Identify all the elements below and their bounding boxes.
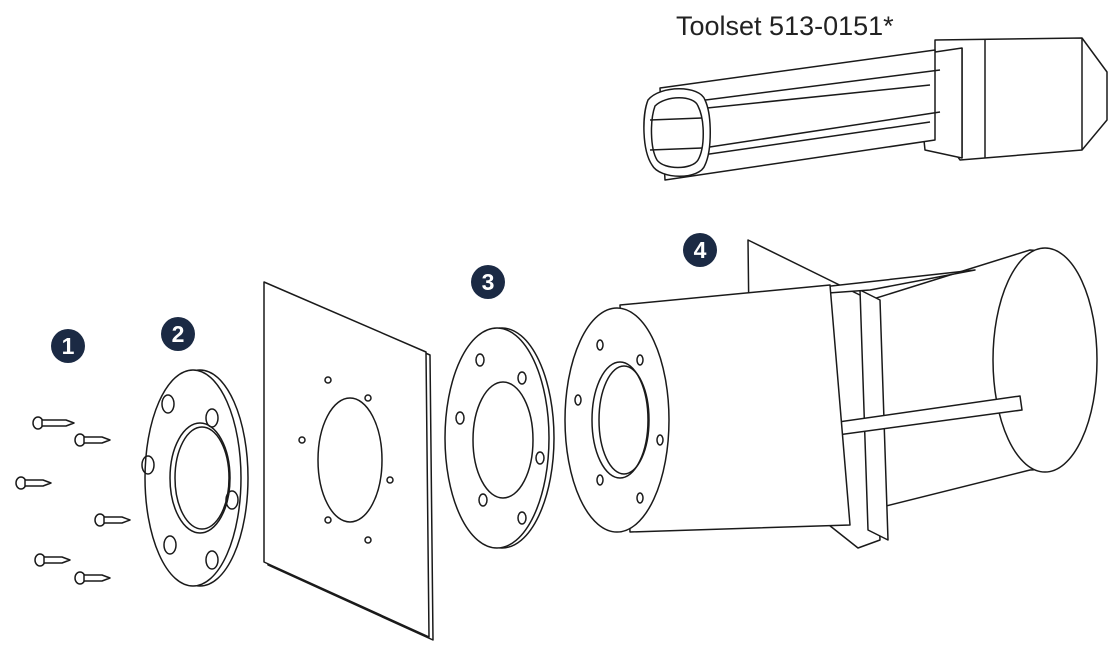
toolset-label: Toolset 513-0151* [676, 11, 894, 41]
part-badge-4: 4 [683, 233, 717, 267]
wall-panel-drawing [263, 281, 434, 641]
gasket-ring-drawing [444, 327, 555, 549]
toolset-drawing [643, 37, 1108, 181]
front-ring-drawing [141, 369, 249, 587]
part-badge-1: 1 [51, 329, 85, 363]
mounting-sleeve-drawing [564, 239, 1098, 549]
part-badge-2: 2 [161, 317, 195, 351]
screws-drawing [15, 416, 131, 585]
part-badge-3: 3 [471, 265, 505, 299]
